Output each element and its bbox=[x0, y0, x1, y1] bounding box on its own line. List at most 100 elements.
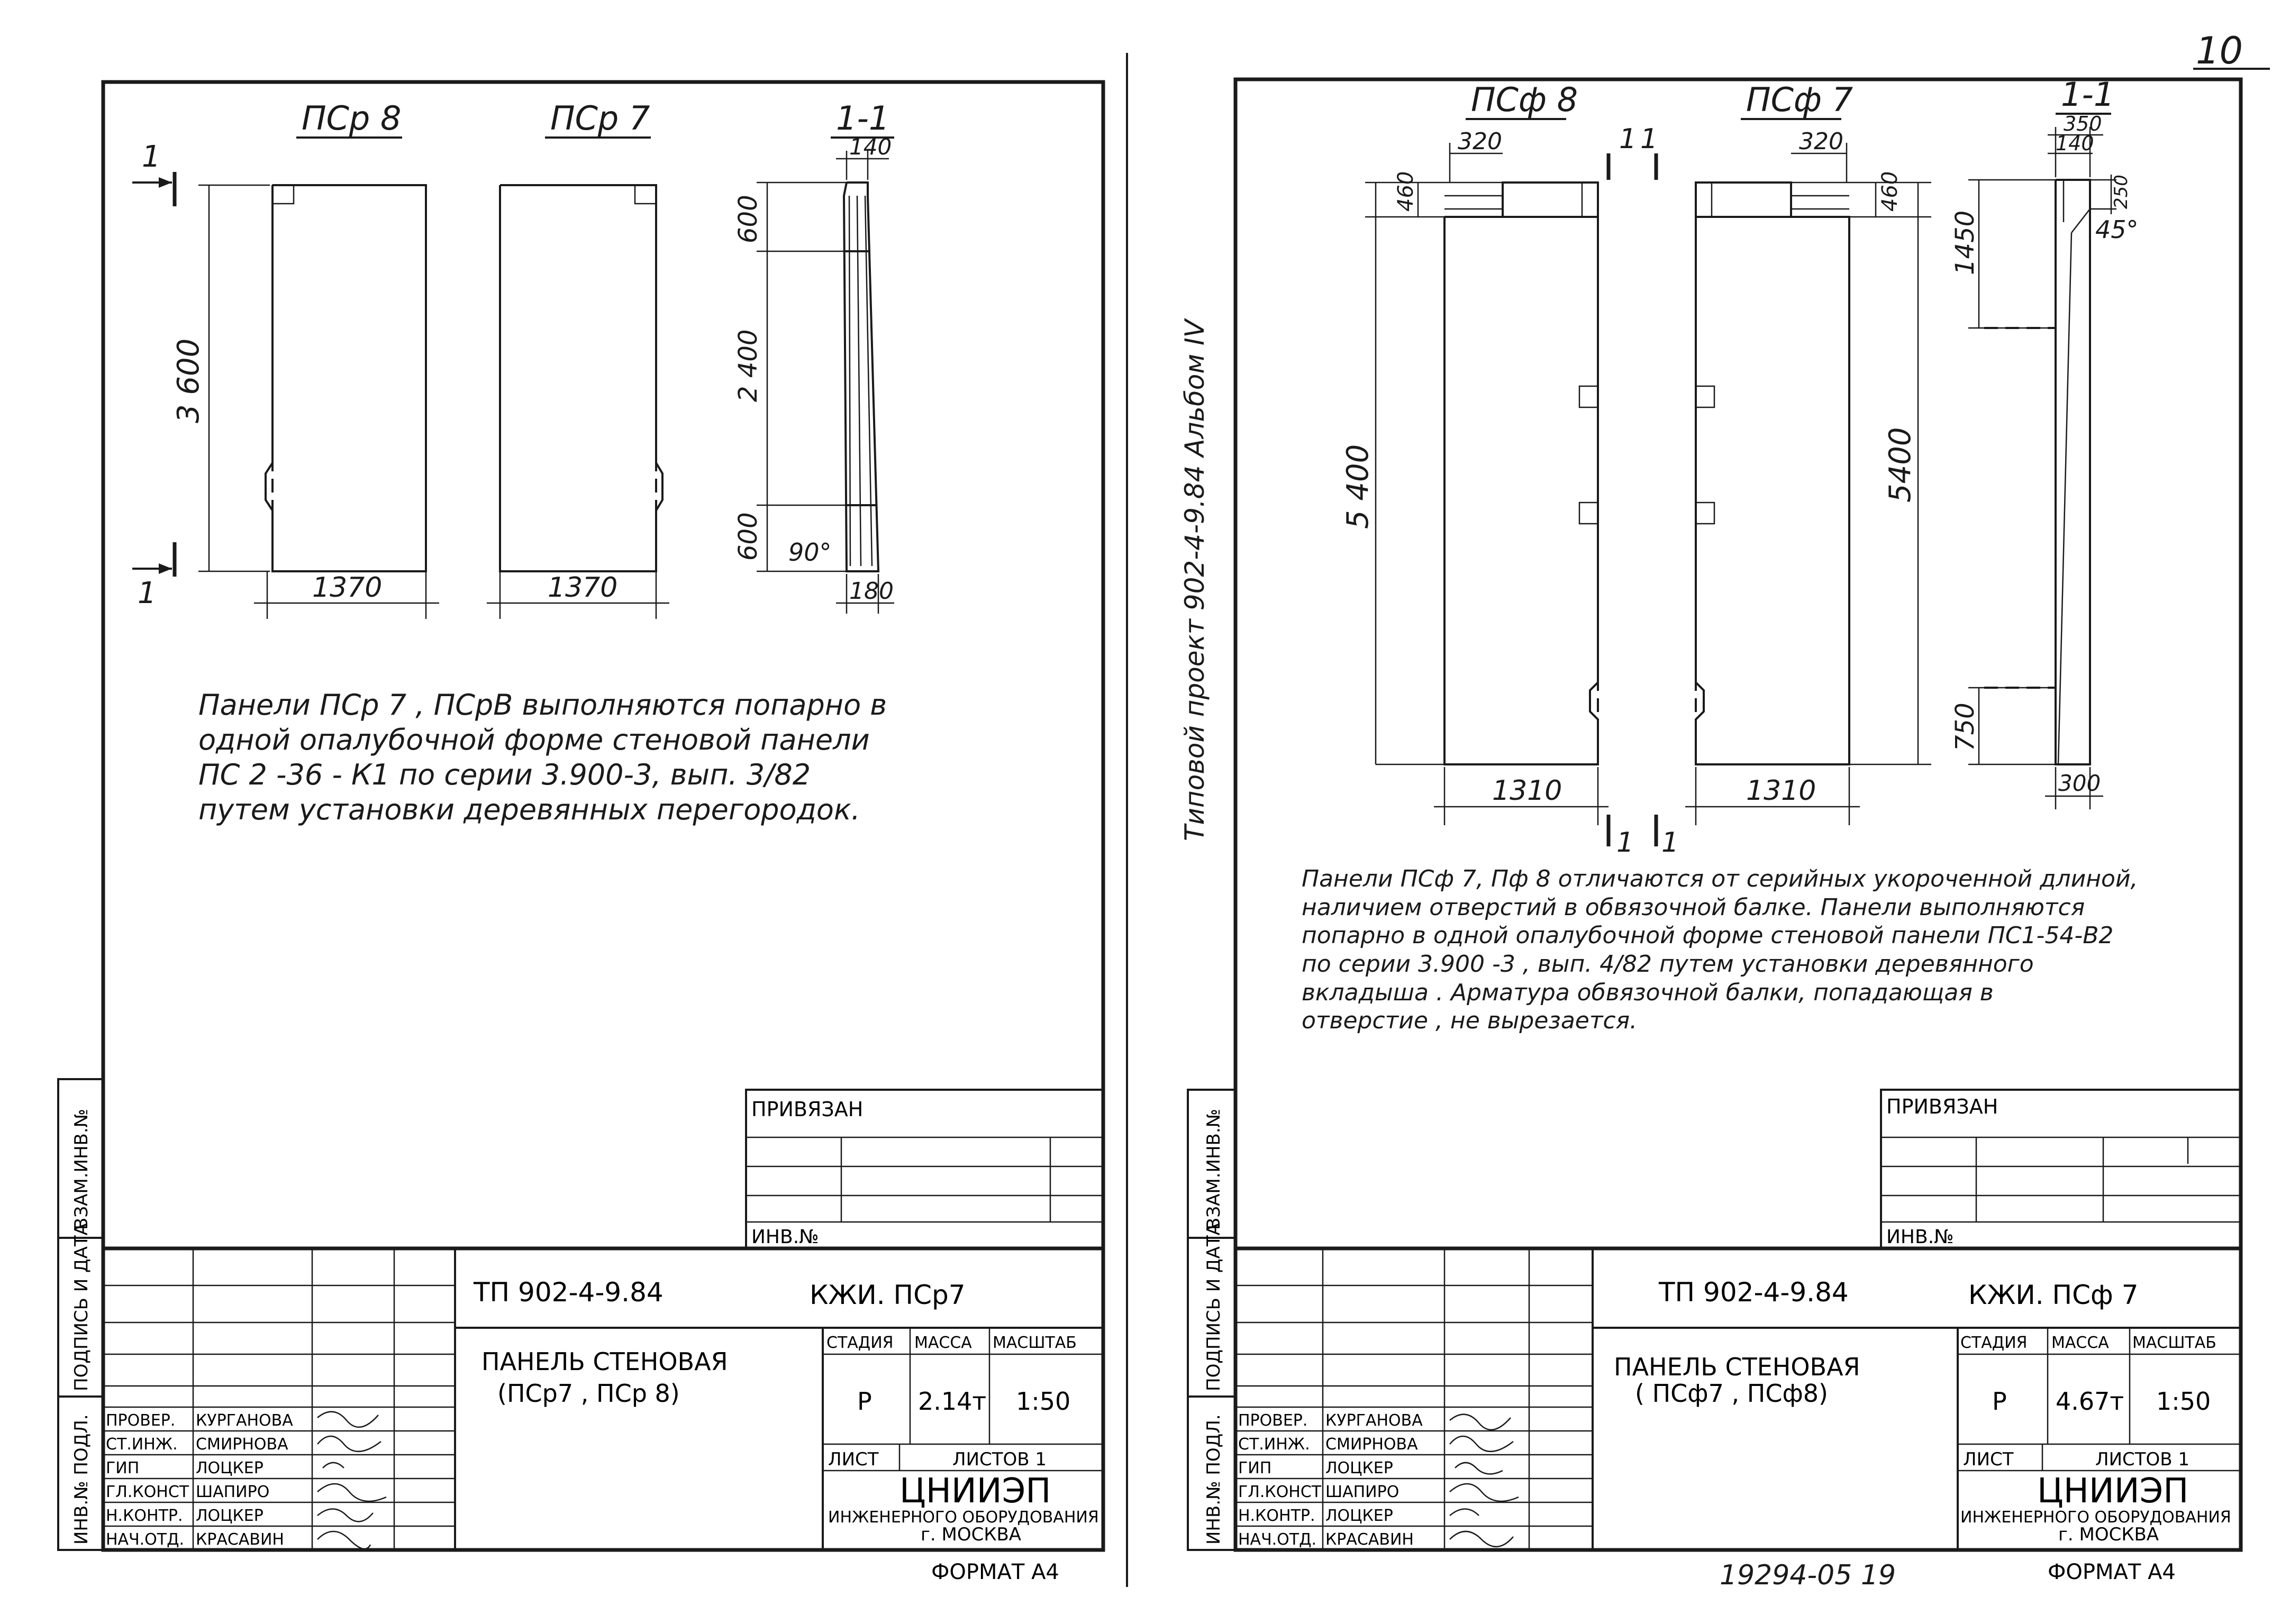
left-role-5: НАЧ.ОТД. bbox=[106, 1530, 184, 1549]
left-side-strip: ВЗАМ.ИНВ.№ ПОДПИСЬ И ДАТА ИНВ.№ ПОДЛ. bbox=[57, 1078, 104, 1551]
svg-text:ИНЖЕНЕРНОГО ОБОРУДОВАНИЯ: ИНЖЕНЕРНОГО ОБОРУДОВАНИЯ bbox=[828, 1508, 1099, 1527]
svg-text:ИНВ.№: ИНВ.№ bbox=[1886, 1226, 1954, 1248]
left-privyazan-box: ПРИВЯЗАН ИНВ.№ bbox=[745, 1089, 1104, 1249]
left-format: ФОРМАТ А4 bbox=[931, 1560, 1059, 1584]
svg-text:140: 140 bbox=[2056, 132, 2094, 155]
svg-text:ВЗАМ.ИНВ.№: ВЗАМ.ИНВ.№ bbox=[71, 1109, 92, 1230]
svg-text:1: 1 bbox=[142, 140, 161, 174]
svg-text:320: 320 bbox=[1799, 128, 1843, 155]
left-section-label: 1-1 bbox=[836, 99, 889, 138]
left-mark: КЖИ. ПСр7 bbox=[810, 1280, 966, 1310]
footer-number: 19294-05 19 bbox=[1720, 1559, 1896, 1591]
svg-text:МАСШТАБ: МАСШТАБ bbox=[993, 1334, 1077, 1352]
right-name-1: СМИРНОВА bbox=[1325, 1435, 1418, 1454]
svg-text:5400: 5400 bbox=[1883, 427, 1918, 503]
right-name-2: ЛОЦКЕР bbox=[1325, 1459, 1393, 1477]
left-section-1-1: 600 2 400 600 140 180 90° bbox=[733, 134, 894, 614]
right-panel-b: 5400 460 320 1310 bbox=[1685, 128, 1931, 825]
svg-text:1370: 1370 bbox=[548, 572, 617, 604]
svg-text:СТАДИЯ: СТАДИЯ bbox=[1960, 1334, 2028, 1352]
svg-text:1: 1 bbox=[1661, 827, 1679, 859]
svg-text:1310: 1310 bbox=[1746, 775, 1816, 807]
svg-text:МАСШТАБ: МАСШТАБ bbox=[2132, 1334, 2216, 1352]
left-panel-a bbox=[265, 184, 427, 572]
right-name-0: КУРГАНОВА bbox=[1325, 1411, 1423, 1430]
right-role-5: НАЧ.ОТД. bbox=[1238, 1530, 1316, 1549]
right-side-title: Типовой проект 902-4-9.84 Альбом IV bbox=[1179, 317, 1210, 841]
svg-text:СТАДИЯ: СТАДИЯ bbox=[826, 1334, 894, 1352]
svg-text:1: 1 bbox=[138, 576, 157, 610]
svg-text:350: 350 bbox=[2064, 112, 2102, 135]
svg-text:ЛИСТОВ 1: ЛИСТОВ 1 bbox=[952, 1449, 1047, 1470]
right-title-line2: ( ПСф7 , ПСф8) bbox=[1635, 1379, 1828, 1408]
svg-text:ПОДПИСЬ И ДАТА: ПОДПИСЬ И ДАТА bbox=[71, 1223, 92, 1391]
right-side-strip: ВЗАМ.ИНВ.№ ПОДПИСЬ И ДАТА ИНВ.№ ПОДЛ. bbox=[1187, 1089, 1237, 1551]
left-name-1: СМИРНОВА bbox=[196, 1435, 288, 1454]
svg-text:1: 1 bbox=[1619, 123, 1637, 155]
svg-text:750: 750 bbox=[1950, 702, 1980, 751]
svg-text:ВЗАМ.ИНВ.№: ВЗАМ.ИНВ.№ bbox=[1203, 1109, 1224, 1230]
right-role-1: СТ.ИНЖ. bbox=[1238, 1435, 1310, 1454]
svg-text:140: 140 bbox=[849, 134, 892, 160]
svg-text:1450: 1450 bbox=[1950, 211, 1980, 275]
right-panel-a-label: ПСф 8 bbox=[1471, 80, 1578, 119]
svg-text:ИНВ.№ ПОДЛ.: ИНВ.№ ПОДЛ. bbox=[71, 1414, 92, 1545]
left-org: ЦНИИЭП bbox=[899, 1472, 1051, 1511]
right-panel-b-label: ПСф 7 bbox=[1746, 80, 1853, 119]
right-name-4: ЛОЦКЕР bbox=[1325, 1507, 1393, 1525]
left-title-line2: (ПСр7 , ПСр 8) bbox=[497, 1379, 680, 1408]
svg-text:45°: 45° bbox=[2095, 215, 2139, 244]
right-mass: 4.67т bbox=[2056, 1387, 2124, 1416]
right-role-3: ГЛ.КОНСТ bbox=[1238, 1483, 1322, 1501]
svg-text:180: 180 bbox=[849, 578, 894, 605]
left-name-4: ЛОЦКЕР bbox=[196, 1507, 263, 1525]
right-privyazan-box: ПРИВЯЗАН ИНВ.№ bbox=[1880, 1089, 2242, 1249]
svg-text:320: 320 bbox=[1458, 128, 1502, 155]
svg-text:250: 250 bbox=[2111, 175, 2132, 209]
left-title-line1: ПАНЕЛЬ СТЕНОВАЯ bbox=[481, 1347, 728, 1376]
left-role-4: Н.КОНТР. bbox=[106, 1507, 183, 1525]
left-note: Панели ПСр 7 , ПСрВ выполняются попарно … bbox=[198, 688, 887, 826]
right-title-block: ПРОВЕР. СТ.ИНЖ. ГИП ГЛ.КОНСТ Н.КОНТР. НА… bbox=[1233, 1246, 2243, 1584]
left-cut-mark-bottom: 1 bbox=[132, 542, 177, 610]
right-org: ЦНИИЭП bbox=[2037, 1472, 2188, 1511]
right-section-label: 1-1 bbox=[2061, 75, 2114, 114]
left-panel-b bbox=[499, 184, 664, 572]
svg-text:1: 1 bbox=[1616, 827, 1634, 859]
svg-text:90°: 90° bbox=[788, 538, 832, 567]
svg-text:ПРИВЯЗАН: ПРИВЯЗАН bbox=[1886, 1095, 1998, 1118]
left-height-dimension: 3 600 bbox=[171, 184, 270, 572]
svg-text:г. МОСКВА: г. МОСКВА bbox=[921, 1524, 1021, 1545]
right-scale: 1:50 bbox=[2156, 1387, 2211, 1416]
svg-text:ИНВ.№: ИНВ.№ bbox=[751, 1226, 819, 1248]
left-role-2: ГИП bbox=[106, 1459, 139, 1477]
left-role-0: ПРОВЕР. bbox=[106, 1411, 175, 1430]
svg-text:ИНЖЕНЕРНОГО ОБОРУДОВАНИЯ: ИНЖЕНЕРНОГО ОБОРУДОВАНИЯ bbox=[1960, 1508, 2231, 1527]
right-format: ФОРМАТ А4 bbox=[2048, 1560, 2176, 1584]
svg-text:ИНВ.№ ПОДЛ.: ИНВ.№ ПОДЛ. bbox=[1203, 1414, 1224, 1545]
left-title-block: ПРОВЕР. СТ.ИНЖ. ГИП ГЛ.КОНСТ Н.КОНТР. НА… bbox=[101, 1246, 1105, 1584]
right-name-3: ШАПИРО bbox=[1325, 1483, 1399, 1501]
right-stage: Р bbox=[1992, 1387, 2007, 1416]
right-note: Панели ПСф 7, Пф 8 отличаются от серийны… bbox=[1302, 865, 2138, 1035]
left-name-2: ЛОЦКЕР bbox=[196, 1459, 263, 1477]
svg-text:5 400: 5 400 bbox=[1341, 444, 1375, 529]
svg-text:1: 1 bbox=[1640, 123, 1658, 155]
left-name-3: ШАПИРО bbox=[196, 1483, 269, 1501]
svg-text:300: 300 bbox=[2058, 770, 2101, 796]
left-doc-code: ТП 902-4-9.84 bbox=[473, 1277, 664, 1308]
svg-text:460: 460 bbox=[1878, 171, 1902, 212]
svg-text:1310: 1310 bbox=[1492, 775, 1562, 807]
right-role-0: ПРОВЕР. bbox=[1238, 1411, 1307, 1430]
left-sheet: ПСр 8 ПСр 7 1-1 1 1 3 600 bbox=[57, 80, 1105, 1584]
left-signatures bbox=[317, 1411, 387, 1550]
right-doc-code: ТП 902-4-9.84 bbox=[1658, 1277, 1849, 1308]
page-number: 10 bbox=[2196, 29, 2243, 72]
left-panel-b-label: ПСр 7 bbox=[550, 99, 650, 138]
svg-text:460: 460 bbox=[1394, 171, 1418, 212]
right-mark: КЖИ. ПСф 7 bbox=[1968, 1280, 2139, 1310]
left-cut-mark-top: 1 bbox=[132, 140, 177, 206]
svg-text:МАССА: МАССА bbox=[2051, 1334, 2109, 1352]
svg-text:2 400: 2 400 bbox=[733, 330, 763, 402]
